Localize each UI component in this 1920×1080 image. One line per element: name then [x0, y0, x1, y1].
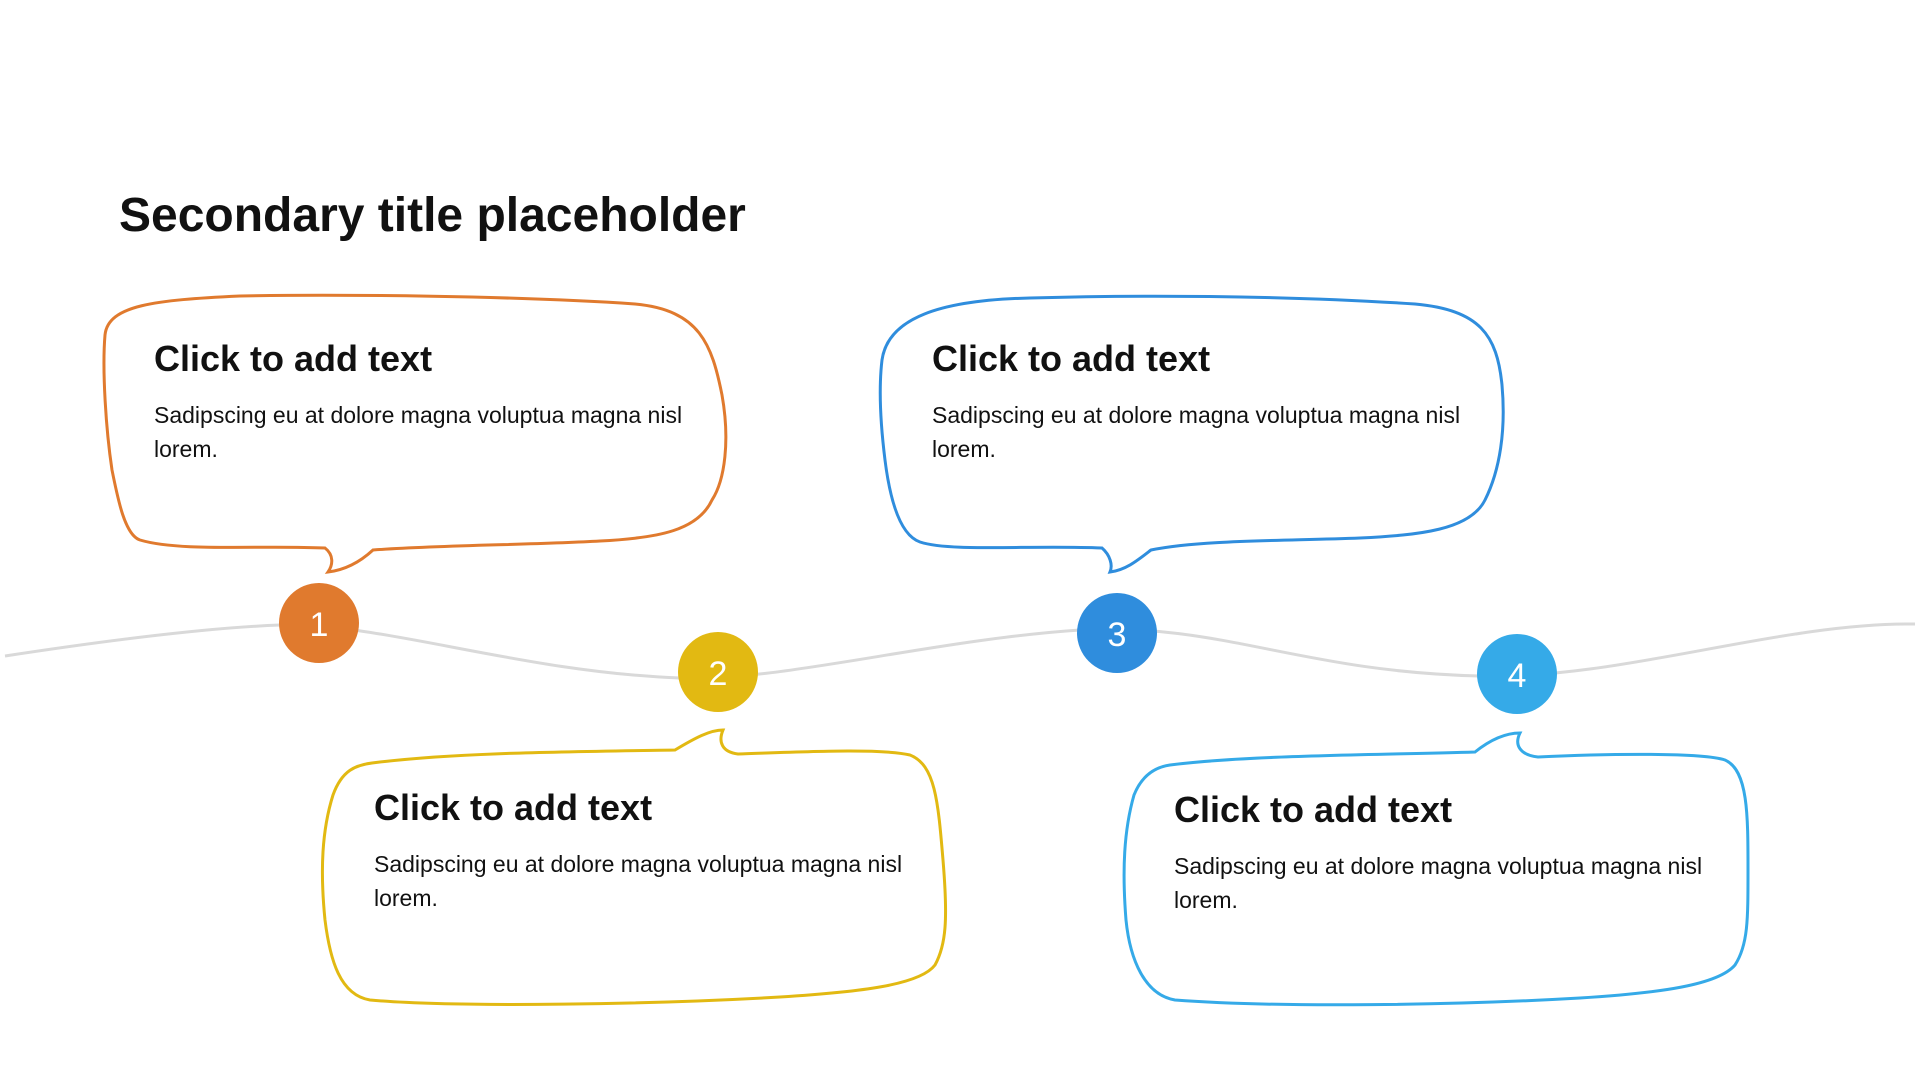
- step-number-1: 1: [310, 606, 329, 644]
- step-body-1[interactable]: Sadipscing eu at dolore magna voluptua m…: [154, 402, 683, 462]
- step-card-1: Click to add text Sadipscing eu at dolor…: [154, 338, 694, 466]
- speech-bubble-4: [1122, 731, 1750, 1007]
- step-heading-3[interactable]: Click to add text: [932, 338, 1211, 379]
- step-marker-1: 1: [279, 583, 359, 663]
- step-heading-2[interactable]: Click to add text: [374, 787, 653, 828]
- step-card-2: Click to add text Sadipscing eu at dolor…: [374, 787, 914, 915]
- step-body-2[interactable]: Sadipscing eu at dolore magna voluptua m…: [374, 851, 903, 911]
- step-number-4: 4: [1508, 657, 1527, 695]
- speech-bubble-3: [878, 294, 1505, 574]
- speech-bubble-1: [102, 293, 728, 574]
- step-marker-2: 2: [678, 632, 758, 712]
- step-number-3: 3: [1108, 616, 1127, 654]
- step-marker-3: 3: [1077, 593, 1157, 673]
- speech-bubble-2: [320, 728, 948, 1006]
- step-card-4: Click to add text Sadipscing eu at dolor…: [1174, 789, 1714, 917]
- step-heading-4[interactable]: Click to add text: [1174, 789, 1453, 830]
- step-body-3[interactable]: Sadipscing eu at dolore magna voluptua m…: [932, 402, 1461, 462]
- step-card-3: Click to add text Sadipscing eu at dolor…: [932, 338, 1472, 466]
- step-number-2: 2: [709, 655, 728, 693]
- page-title[interactable]: Secondary title placeholder: [119, 189, 746, 242]
- step-heading-1[interactable]: Click to add text: [154, 338, 433, 379]
- step-marker-4: 4: [1477, 634, 1557, 714]
- step-body-4[interactable]: Sadipscing eu at dolore magna voluptua m…: [1174, 853, 1703, 913]
